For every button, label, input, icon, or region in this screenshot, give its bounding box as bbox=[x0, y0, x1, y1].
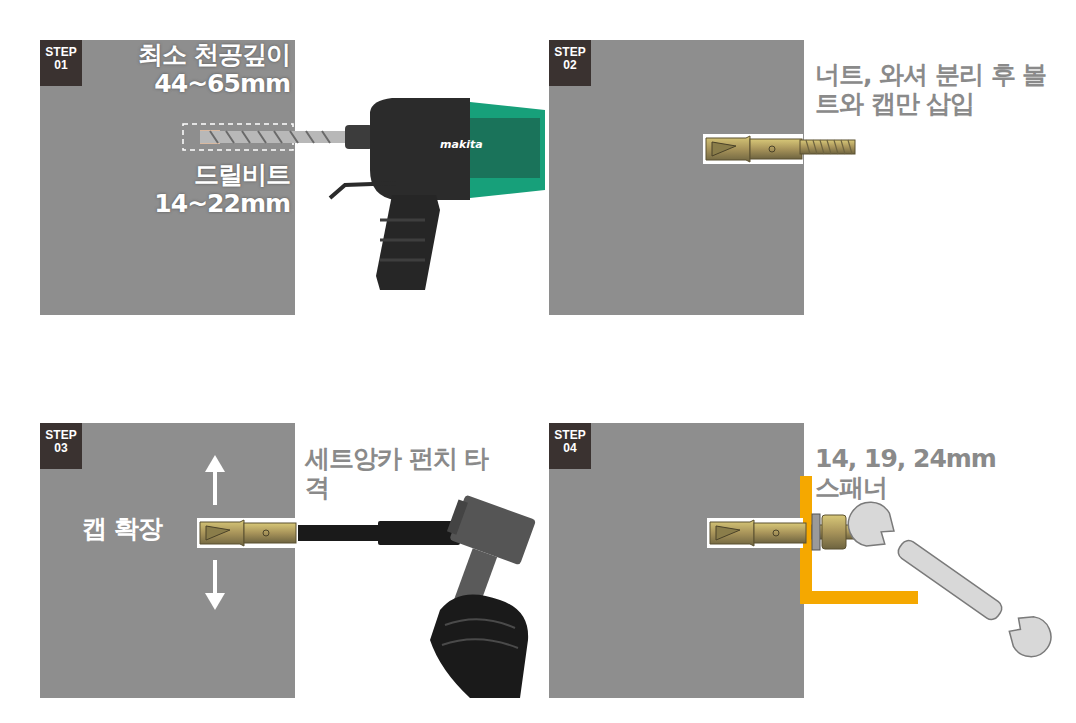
step-number: STEP 03 bbox=[41, 429, 81, 455]
hammer-and-hand bbox=[421, 493, 537, 698]
setting-punch bbox=[298, 521, 460, 545]
step-number: STEP 04 bbox=[550, 429, 590, 455]
step-badge: STEP 03 bbox=[40, 423, 82, 469]
anchor-in-wall bbox=[197, 518, 297, 548]
bit-size-note: 드릴비트 14~22mm bbox=[90, 160, 290, 218]
step-badge: STEP 01 bbox=[40, 40, 82, 86]
anchor-bolt bbox=[703, 134, 855, 164]
wall-panel bbox=[40, 40, 295, 315]
anchor-with-nut bbox=[707, 514, 856, 550]
wall-panel bbox=[549, 423, 804, 698]
wall-panel bbox=[549, 40, 804, 315]
step-badge: STEP 04 bbox=[549, 423, 591, 469]
wall-panel bbox=[40, 423, 295, 698]
step-note: 세트앙카 펀치 타격 bbox=[305, 444, 505, 502]
cap-expand-note: 캡 확장 bbox=[82, 514, 192, 543]
brand-mark: makita bbox=[440, 138, 510, 151]
step-number: STEP 01 bbox=[41, 46, 81, 72]
step-badge: STEP 02 bbox=[549, 40, 591, 86]
step-note: 너트, 와셔 분리 후 볼트와 캡만 삽입 bbox=[815, 60, 1070, 118]
depth-note: 최소 천공깊이 44~65mm bbox=[90, 40, 290, 98]
spanner bbox=[840, 494, 1060, 666]
spanner-size-note: 14, 19, 24mm 스패너 bbox=[815, 444, 1025, 502]
step-number: STEP 02 bbox=[550, 46, 590, 72]
